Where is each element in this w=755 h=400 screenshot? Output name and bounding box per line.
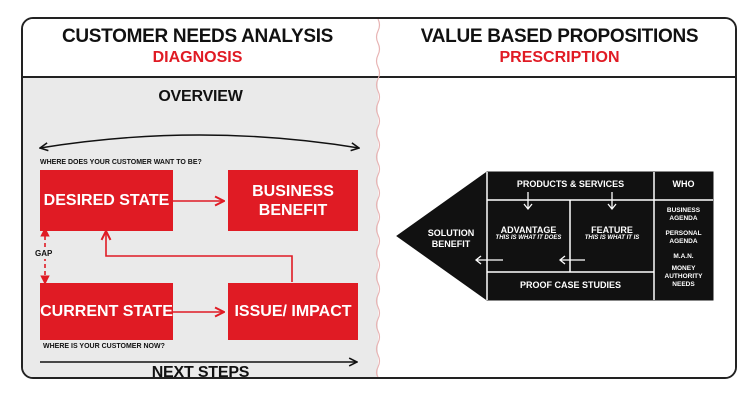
feature-label: FEATURE THIS IS WHAT IT IS: [584, 225, 640, 241]
value-proposition-diagram: [396, 171, 714, 301]
solution-benefit-label: SOLUTION BENEFIT: [427, 228, 475, 249]
advantage-label: ADVANTAGE THIS IS WHAT IT DOES: [495, 225, 562, 241]
panel-divider: [375, 19, 381, 377]
issue-impact-box: ISSUE/ IMPACT: [228, 283, 358, 340]
diagnosis-panel: OVERVIEW: [23, 78, 378, 377]
who-item: M.A.N.: [673, 253, 694, 260]
current-state-box: CURRENT STATE: [40, 283, 173, 340]
desired-question: WHERE DOES YOUR CUSTOMER WANT TO BE?: [40, 159, 202, 166]
right-subtitle: PRESCRIPTION: [499, 49, 620, 66]
overview-label: OVERVIEW: [158, 88, 243, 105]
who-list: BUSINESS AGENDA PERSONAL AGENDA M.A.N. M…: [654, 207, 713, 289]
right-title: VALUE BASED PROPOSITIONS: [420, 26, 699, 47]
who-label: WHO: [672, 179, 695, 189]
who-item: MONEY: [671, 265, 696, 272]
issue-to-desired-arrow: [106, 231, 293, 282]
current-question: WHERE IS YOUR CUSTOMER NOW?: [43, 343, 165, 350]
left-subtitle: DIAGNOSIS: [152, 49, 243, 66]
next-steps-label: NEXT STEPS: [23, 347, 378, 377]
gap-label: GAP: [35, 248, 53, 259]
diagnosis-arrows: [23, 134, 378, 377]
who-item: AGENDA: [669, 215, 698, 222]
who-item: NEEDS: [672, 281, 695, 288]
left-title: CUSTOMER NEEDS ANALYSIS: [61, 26, 334, 47]
overview-arrow: [40, 134, 359, 148]
diagram-frame: CUSTOMER NEEDS ANALYSIS DIAGNOSIS VALUE …: [21, 17, 737, 379]
who-item: PERSONAL: [665, 230, 702, 237]
who-item: AGENDA: [669, 238, 698, 245]
business-benefit-box: BUSINESS BENEFIT: [228, 170, 358, 231]
who-item: BUSINESS: [666, 207, 701, 214]
products-services-label: PRODUCTS & SERVICES: [516, 179, 625, 189]
who-item: AUTHORITY: [664, 273, 703, 280]
proof-case-studies-label: PROOF CASE STUDIES: [519, 280, 621, 290]
desired-state-box: DESIRED STATE: [40, 170, 173, 231]
